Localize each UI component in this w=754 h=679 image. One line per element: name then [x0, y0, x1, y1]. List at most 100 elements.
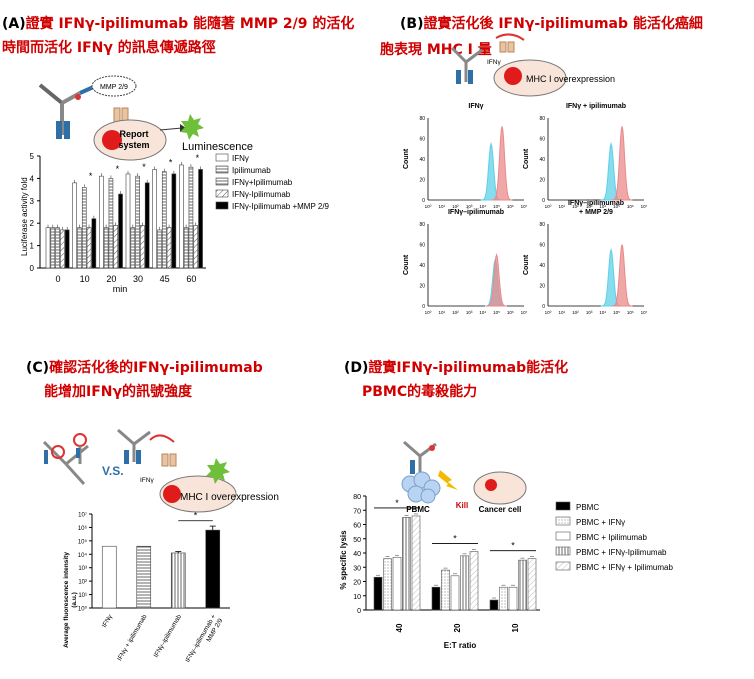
x-tick-label: 10¹	[438, 310, 445, 315]
bar	[469, 551, 479, 611]
y-tick-label: 0	[542, 198, 545, 204]
signal-arc-icon	[495, 33, 525, 41]
bar	[166, 227, 172, 269]
legend-label: PBMC + IFNγ + Ipilimumab	[576, 563, 673, 572]
x-tick-label: 10³	[466, 310, 473, 315]
receptor-icon	[499, 41, 507, 53]
bar	[136, 545, 152, 609]
x-tick-label: 10⁰	[545, 204, 552, 209]
legend-label: PBMC + Ipilimumab	[576, 533, 647, 542]
legend-swatch	[555, 501, 571, 511]
luminescence-label: Luminescence	[182, 141, 253, 153]
x-tick-label: 10⁵	[613, 204, 620, 209]
pbmc-cells-icon	[401, 471, 441, 504]
y-tick-label: 60	[539, 243, 545, 249]
panel-c-diagram: V.S. IFNγ MHC I overexpression	[42, 428, 279, 513]
y-tick-label: 10⁵	[78, 538, 88, 545]
bar	[60, 229, 65, 269]
y-tick-label: 60	[353, 523, 361, 530]
x-tick-label: 10⁵	[493, 204, 500, 209]
bar	[441, 569, 450, 611]
bar	[113, 225, 119, 269]
y-tick-label: 40	[539, 157, 545, 163]
x-tick-label: 10⁰	[545, 310, 552, 315]
red-peak	[611, 244, 633, 307]
panel-d-title: (D)證實IFNγ-ipilimumab能活化	[344, 358, 568, 378]
bar	[450, 575, 460, 611]
x-tick-label: 10⁴	[479, 204, 486, 209]
antibody-icon	[403, 440, 437, 474]
x-tick-label: 45	[160, 274, 170, 284]
panel-a-title-line2: 時間而活化 IFNγ 的訊息傳遞路徑	[2, 40, 216, 56]
y-axis-label: Count	[403, 148, 410, 169]
y-tick-label: 60	[419, 137, 425, 143]
panel-d-title-line2: PBMC的毒殺能力	[362, 384, 478, 400]
antibody-icon	[450, 46, 483, 84]
bar	[99, 175, 104, 269]
legend-swatch	[555, 561, 571, 571]
y-tick-label: 10²	[78, 580, 87, 586]
y-tick-label: 2	[30, 219, 35, 228]
pbmc-label: PBMC	[406, 505, 430, 514]
panel-b-diagram: IFNγ MHC I overexpression	[450, 33, 615, 97]
bar	[161, 171, 167, 269]
bar	[91, 218, 97, 269]
panel-c-title-line2: 能增加IFNγ的訊號強度	[44, 384, 193, 400]
bar	[101, 545, 117, 609]
x-tick-label: 30	[133, 274, 143, 284]
bar	[392, 556, 402, 611]
luminescence-star-icon	[206, 458, 230, 484]
y-tick-label: 4	[30, 174, 35, 183]
legend-label: Ipilimumab	[232, 166, 271, 175]
x-tick-label-line: IFNγ–ipilimumab	[153, 613, 183, 659]
y-tick-label: 10⁶	[78, 525, 88, 532]
y-tick-label: 40	[419, 263, 425, 269]
legend-label: IFNγ	[232, 154, 249, 163]
mhc-label: MHC I overexpression	[526, 74, 615, 84]
y-tick-label: 20	[419, 284, 425, 290]
panel-a-legend: IFNγIpilimumabIFNγ+IpilimumabIFNγ-Ipilim…	[215, 153, 330, 211]
bar	[411, 515, 421, 611]
x-tick-label: 10³	[586, 310, 593, 315]
x-tick-label: 40	[395, 623, 404, 632]
legend-swatch	[215, 165, 229, 174]
y-tick-label: 40	[539, 263, 545, 269]
legend-label: IFNγ-Ipilimumab	[232, 190, 291, 199]
mmp-label: MMP 2/9	[100, 84, 128, 91]
x-tick-label: 10⁶	[627, 310, 634, 315]
receptor-icon	[507, 41, 515, 53]
panel-b-title-line1: 證實活化後 IFNγ-ipilimumab 能活化癌細	[423, 16, 703, 32]
bar	[373, 576, 383, 611]
panel-d-ylabel: % specific lysis	[339, 530, 348, 590]
y-axis-label: Count	[523, 254, 530, 275]
y-tick-label: 70	[353, 508, 361, 515]
bar	[518, 559, 527, 611]
x-tick-label: 10³	[586, 204, 593, 209]
x-tick-label: 10⁵	[493, 310, 500, 315]
panel-c-ylabel: Average fluorescence intensity(a.u.)	[63, 552, 78, 648]
y-tick-label: 20	[419, 178, 425, 184]
antibody-icon	[117, 428, 151, 464]
y-tick-label: 80	[419, 222, 425, 228]
bar	[431, 586, 441, 611]
bar	[50, 227, 56, 269]
red-peak	[491, 126, 513, 201]
bar	[86, 227, 92, 269]
y-tick-label: 10³	[78, 566, 87, 572]
x-tick-label: 20	[453, 623, 462, 632]
bar	[72, 182, 77, 269]
legend-label: PBMC + IFNγ-Ipilimumab	[576, 548, 667, 557]
significance-star: *	[453, 534, 457, 544]
panel-a-title: (A)證實 IFNγ-ipilimumab 能隨著 MMP 2/9 的活化	[2, 14, 354, 34]
significance-star: *	[194, 511, 198, 521]
panel-c-ylabel-line1: Average fluorescence intensity	[63, 552, 70, 648]
bar	[489, 599, 499, 611]
x-tick-label: 10⁰	[425, 204, 432, 209]
bar	[152, 169, 157, 269]
signal-arc-icon	[149, 434, 175, 443]
subplot-title: IFNγ–ipilimumab	[448, 209, 504, 216]
bar	[460, 555, 469, 611]
bar	[77, 227, 82, 269]
